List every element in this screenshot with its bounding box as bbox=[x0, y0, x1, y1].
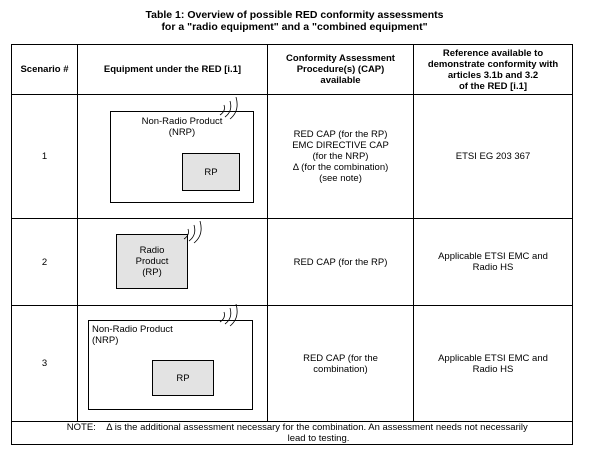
scenario-cell: 1 bbox=[11, 94, 78, 219]
note-row: NOTE: Δ is the additional assessment nece… bbox=[11, 421, 573, 445]
caption-line-1: Table 1: Overview of possible RED confor… bbox=[145, 9, 444, 21]
caption-line-2: for a "radio equipment" and a "combined … bbox=[161, 21, 428, 33]
cap-cell: RED CAP (for the RP) bbox=[267, 218, 414, 306]
rp-box: RP bbox=[152, 360, 214, 396]
header-reference: Reference available to demonstrate confo… bbox=[413, 44, 573, 95]
table-row: 2 Radio Product (RP) RED CAP (for the RP… bbox=[11, 218, 573, 306]
scenario-cell: 2 bbox=[11, 218, 78, 306]
reference-cell: Applicable ETSI EMC and Radio HS bbox=[413, 218, 573, 306]
cap-cell: RED CAP (for the RP) EMC DIRECTIVE CAP (… bbox=[267, 94, 414, 219]
table-row: 3 Non-Radio Product (NRP) RP RED C bbox=[11, 304, 573, 422]
radio-waves-icon bbox=[183, 221, 202, 244]
equipment-cell: Radio Product (RP) bbox=[77, 218, 268, 306]
scenario-cell: 3 bbox=[11, 305, 78, 422]
note-text-line-1: Δ is the additional assessment necessary… bbox=[106, 422, 528, 433]
header-row: Scenario # Equipment under the RED [i.1]… bbox=[11, 44, 573, 95]
nrp-label: Non-Radio Product (NRP) bbox=[141, 116, 223, 138]
radio-waves-icon bbox=[219, 304, 238, 327]
cap-cell: RED CAP (for the combination) bbox=[267, 305, 414, 422]
rp-box: Radio Product (RP) bbox=[116, 234, 188, 289]
note-cell: NOTE: Δ is the additional assessment nece… bbox=[11, 421, 573, 445]
header-scenario: Scenario # bbox=[11, 44, 78, 95]
conformity-table: Scenario # Equipment under the RED [i.1]… bbox=[11, 44, 573, 445]
reference-cell: ETSI EG 203 367 bbox=[413, 94, 573, 219]
equipment-cell: Non-Radio Product (NRP) RP bbox=[77, 304, 268, 422]
note-label: NOTE: bbox=[66, 422, 96, 433]
rp-box: RP bbox=[182, 153, 240, 191]
reference-cell: Applicable ETSI EMC and Radio HS bbox=[413, 305, 573, 422]
table-row: 1 Non-Radio Product (NRP) RP RED C bbox=[11, 94, 573, 219]
nrp-label: Non-Radio Product (NRP) bbox=[92, 324, 173, 346]
table-caption: Table 1: Overview of possible RED confor… bbox=[0, 9, 589, 33]
note-text-line-2: lead to testing. bbox=[287, 433, 350, 444]
header-equipment: Equipment under the RED [i.1] bbox=[77, 44, 268, 95]
header-cap: Conformity Assessment Procedure(s) (CAP)… bbox=[267, 44, 414, 95]
radio-waves-icon bbox=[219, 97, 238, 120]
equipment-cell: Non-Radio Product (NRP) RP bbox=[77, 94, 268, 219]
